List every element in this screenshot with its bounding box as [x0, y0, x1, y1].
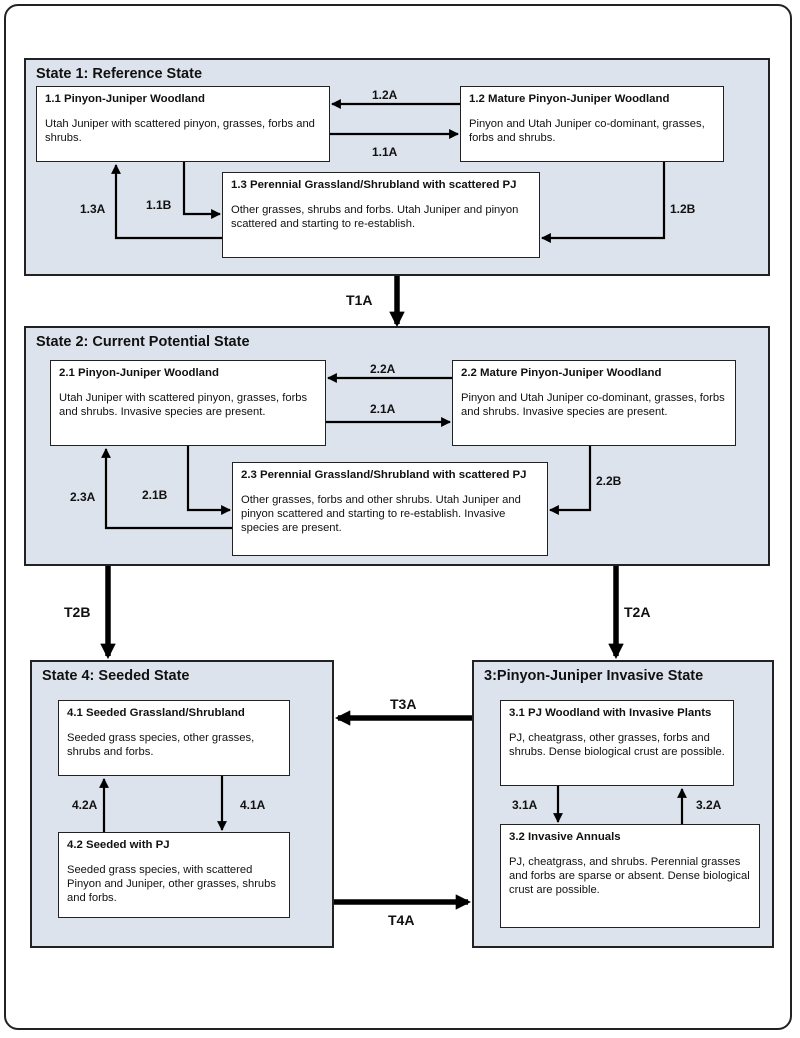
phase-1-3-title: 1.3 Perennial Grassland/Shrubland with s…: [231, 179, 517, 191]
state-3-title: 3:Pinyon-Juniper Invasive State: [484, 668, 704, 684]
phase-3-1-text: PJ, cheatgrass, other grasses, forbs and…: [509, 732, 725, 758]
label-2-2B: 2.2B: [596, 474, 622, 488]
phase-2-1-title: 2.1 Pinyon-Juniper Woodland: [59, 367, 219, 379]
arrow-1-3A: [111, 164, 222, 240]
phase-4-1: 4.1 Seeded Grassland/Shrubland Seeded gr…: [58, 700, 290, 776]
arrow-2-2B: [549, 446, 592, 515]
label-1-1A: 1.1A: [372, 145, 398, 159]
phase-1-3-text: Other grasses, shrubs and forbs. Utah Ju…: [231, 204, 519, 230]
state-4-title: State 4: Seeded State: [42, 668, 190, 684]
phase-2-3-title: 2.3 Perennial Grassland/Shrubland with s…: [241, 469, 527, 481]
label-2-2A: 2.2A: [370, 362, 396, 376]
label-3-1A: 3.1A: [512, 798, 538, 812]
phase-2-1-text: Utah Juniper with scattered pinyon, gras…: [59, 392, 308, 418]
label-T4A: T4A: [388, 912, 415, 928]
label-1-2B: 1.2B: [670, 202, 696, 216]
phase-3-2: 3.2 Invasive Annuals PJ, cheatgrass, and…: [500, 824, 760, 928]
phase-1-2-title: 1.2 Mature Pinyon-Juniper Woodland: [469, 93, 670, 105]
label-2-1B: 2.1B: [142, 488, 168, 502]
label-T3A: T3A: [390, 696, 417, 712]
label-T1A: T1A: [346, 292, 373, 308]
label-2-1A: 2.1A: [370, 402, 396, 416]
label-2-3A: 2.3A: [70, 490, 96, 504]
phase-2-3-text: Other grasses, forbs and other shrubs. U…: [241, 494, 521, 534]
label-3-2A: 3.2A: [696, 798, 722, 812]
label-1-2A: 1.2A: [372, 88, 398, 102]
state-1-title: State 1: Reference State: [36, 66, 203, 82]
phase-2-2: 2.2 Mature Pinyon-Juniper Woodland Pinyo…: [452, 360, 736, 446]
state-2-title: State 2: Current Potential State: [36, 334, 250, 350]
label-1-1B: 1.1B: [146, 198, 172, 212]
label-T2B: T2B: [64, 604, 91, 620]
phase-2-1: 2.1 Pinyon-Juniper Woodland Utah Juniper…: [50, 360, 326, 446]
phase-2-3: 2.3 Perennial Grassland/Shrubland with s…: [232, 462, 548, 556]
arrow-2-1B: [186, 446, 231, 515]
phase-1-1-title: 1.1 Pinyon-Juniper Woodland: [45, 93, 205, 105]
phase-2-2-text: Pinyon and Utah Juniper co-dominant, gra…: [461, 392, 725, 418]
phase-4-2-text: Seeded grass species, with scattered Pin…: [67, 864, 276, 904]
label-4-2A: 4.2A: [72, 798, 98, 812]
label-4-1A: 4.1A: [240, 798, 266, 812]
arrow-1-2B: [541, 162, 666, 243]
phase-1-2-text: Pinyon and Utah Juniper co-dominant, gra…: [469, 118, 705, 144]
phase-3-1-title: 3.1 PJ Woodland with Invasive Plants: [509, 707, 712, 719]
arrow-1-1B: [182, 162, 221, 219]
arrow-2-3A: [101, 448, 232, 530]
phase-4-2: 4.2 Seeded with PJ Seeded grass species,…: [58, 832, 290, 918]
phase-3-2-text: PJ, cheatgrass, and shrubs. Perennial gr…: [509, 856, 750, 896]
phase-4-1-title: 4.1 Seeded Grassland/Shrubland: [67, 707, 245, 719]
phase-2-2-title: 2.2 Mature Pinyon-Juniper Woodland: [461, 367, 662, 379]
phase-1-3: 1.3 Perennial Grassland/Shrubland with s…: [222, 172, 540, 258]
label-T2A: T2A: [624, 604, 651, 620]
phase-1-2: 1.2 Mature Pinyon-Juniper Woodland Pinyo…: [460, 86, 724, 162]
phase-3-1: 3.1 PJ Woodland with Invasive Plants PJ,…: [500, 700, 734, 786]
phase-3-2-title: 3.2 Invasive Annuals: [509, 831, 621, 843]
phase-4-2-title: 4.2 Seeded with PJ: [67, 839, 170, 851]
phase-4-1-text: Seeded grass species, other grasses, shr…: [67, 732, 255, 758]
phase-1-1: 1.1 Pinyon-Juniper Woodland Utah Juniper…: [36, 86, 330, 162]
phase-1-1-text: Utah Juniper with scattered pinyon, gras…: [45, 118, 315, 144]
label-1-3A: 1.3A: [80, 202, 106, 216]
